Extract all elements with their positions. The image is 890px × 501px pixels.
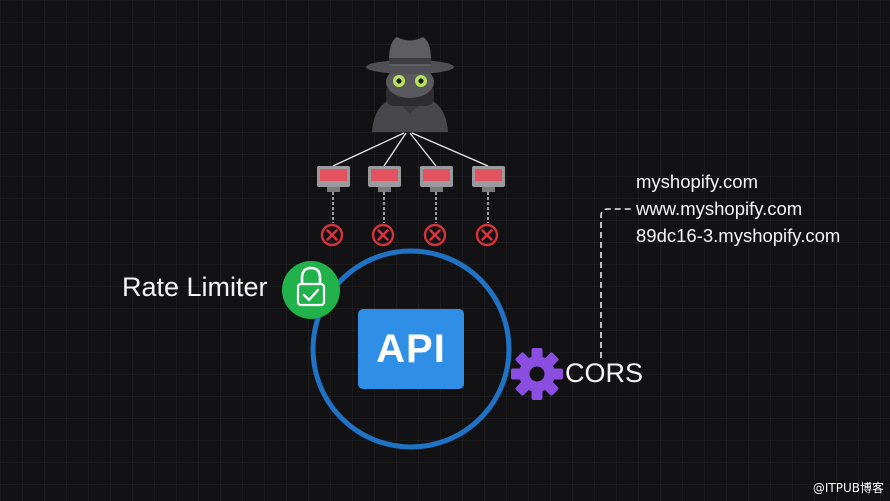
rate-limiter-label: Rate Limiter bbox=[122, 272, 268, 302]
blocked-x-icon bbox=[475, 223, 499, 247]
computer-icon bbox=[420, 166, 453, 223]
computer-icon bbox=[317, 166, 350, 223]
allowed-origin: www.myshopify.com bbox=[636, 198, 803, 219]
blocked-row bbox=[320, 223, 499, 247]
cors-connector-line bbox=[600, 208, 634, 358]
api-box: API bbox=[358, 309, 464, 389]
blocked-x-icon bbox=[320, 223, 344, 247]
blocked-x-icon bbox=[371, 223, 395, 247]
allowed-origin: myshopify.com bbox=[636, 171, 758, 192]
attack-lines bbox=[332, 132, 489, 167]
lock-icon bbox=[282, 261, 340, 319]
hacker-icon bbox=[366, 37, 454, 132]
allowed-origin: 89dc16-3.myshopify.com bbox=[636, 225, 841, 246]
cors-label: CORS bbox=[565, 358, 644, 388]
computer-icon bbox=[472, 166, 505, 223]
computer-icon bbox=[368, 166, 401, 223]
api-label: API bbox=[376, 326, 446, 371]
blocked-x-icon bbox=[423, 223, 447, 247]
watermark: @ITPUB博客 bbox=[812, 481, 884, 495]
gear-icon bbox=[511, 348, 563, 400]
api-boundary-circle bbox=[310, 248, 512, 450]
computer-row bbox=[317, 166, 505, 223]
